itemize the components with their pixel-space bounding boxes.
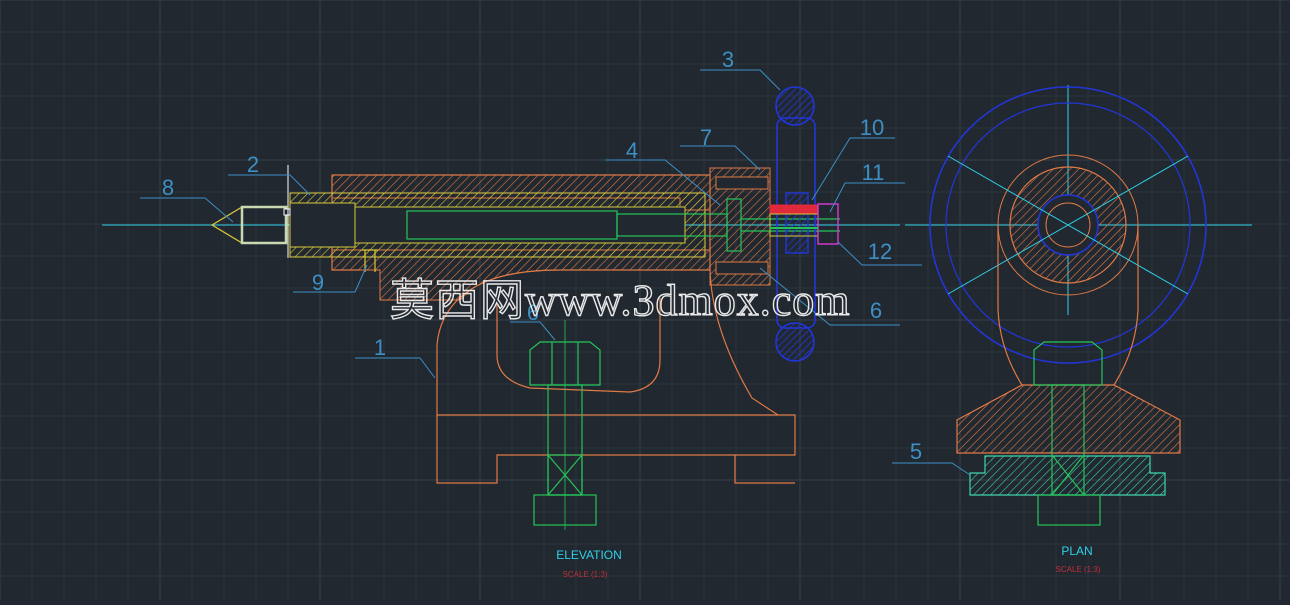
part-label-6: 6 — [527, 300, 539, 325]
bolt-boss-slot-top — [715, 176, 769, 190]
leader-lines — [140, 69, 971, 476]
plan-wheel-rim-inner — [945, 102, 1191, 348]
plan-bolt — [1033, 341, 1103, 526]
dead-center — [210, 205, 291, 245]
wheel-key — [769, 204, 819, 215]
plan-base-flange — [956, 384, 1181, 454]
part-label-5: 5 — [910, 439, 922, 464]
watermark-text: 莫西网www.3dmox.com — [390, 276, 850, 325]
part-label-10: 10 — [860, 115, 884, 140]
plan-view — [905, 85, 1252, 526]
part-label-11: 11 — [862, 160, 885, 185]
part-label-9: 9 — [312, 270, 324, 295]
quill-nose — [289, 202, 356, 248]
part-label-12: 12 — [868, 239, 892, 264]
quill-bore — [354, 206, 686, 244]
part-label-6: 6 — [870, 298, 882, 323]
plan-spokes — [947, 155, 1189, 295]
body-hatch-bottom — [331, 249, 711, 301]
elevation-title: ELEVATION — [556, 548, 622, 562]
part-label-7: 7 — [700, 125, 712, 150]
plan-scale: SCALE (1:3) — [1056, 565, 1101, 574]
plan-title: PLAN — [1061, 544, 1092, 558]
part-label-3: 3 — [722, 47, 734, 72]
wheel-nut — [817, 203, 839, 245]
part-label-1: 1 — [374, 335, 386, 360]
elevation-view — [102, 86, 900, 530]
part-label-4: 4 — [626, 138, 638, 163]
plan-wheel-rim-outer — [929, 86, 1207, 364]
elevation-scale: SCALE (1:3) — [563, 570, 608, 579]
bolt-boss-hatch — [709, 167, 771, 286]
part-label-2: 2 — [247, 152, 259, 177]
bolt-boss-slot-bottom — [715, 261, 769, 275]
hand-wheel — [775, 86, 816, 362]
plan-hub-inner — [1045, 202, 1091, 248]
plan-body-outline — [997, 225, 1139, 386]
part-label-8: 8 — [162, 175, 174, 200]
